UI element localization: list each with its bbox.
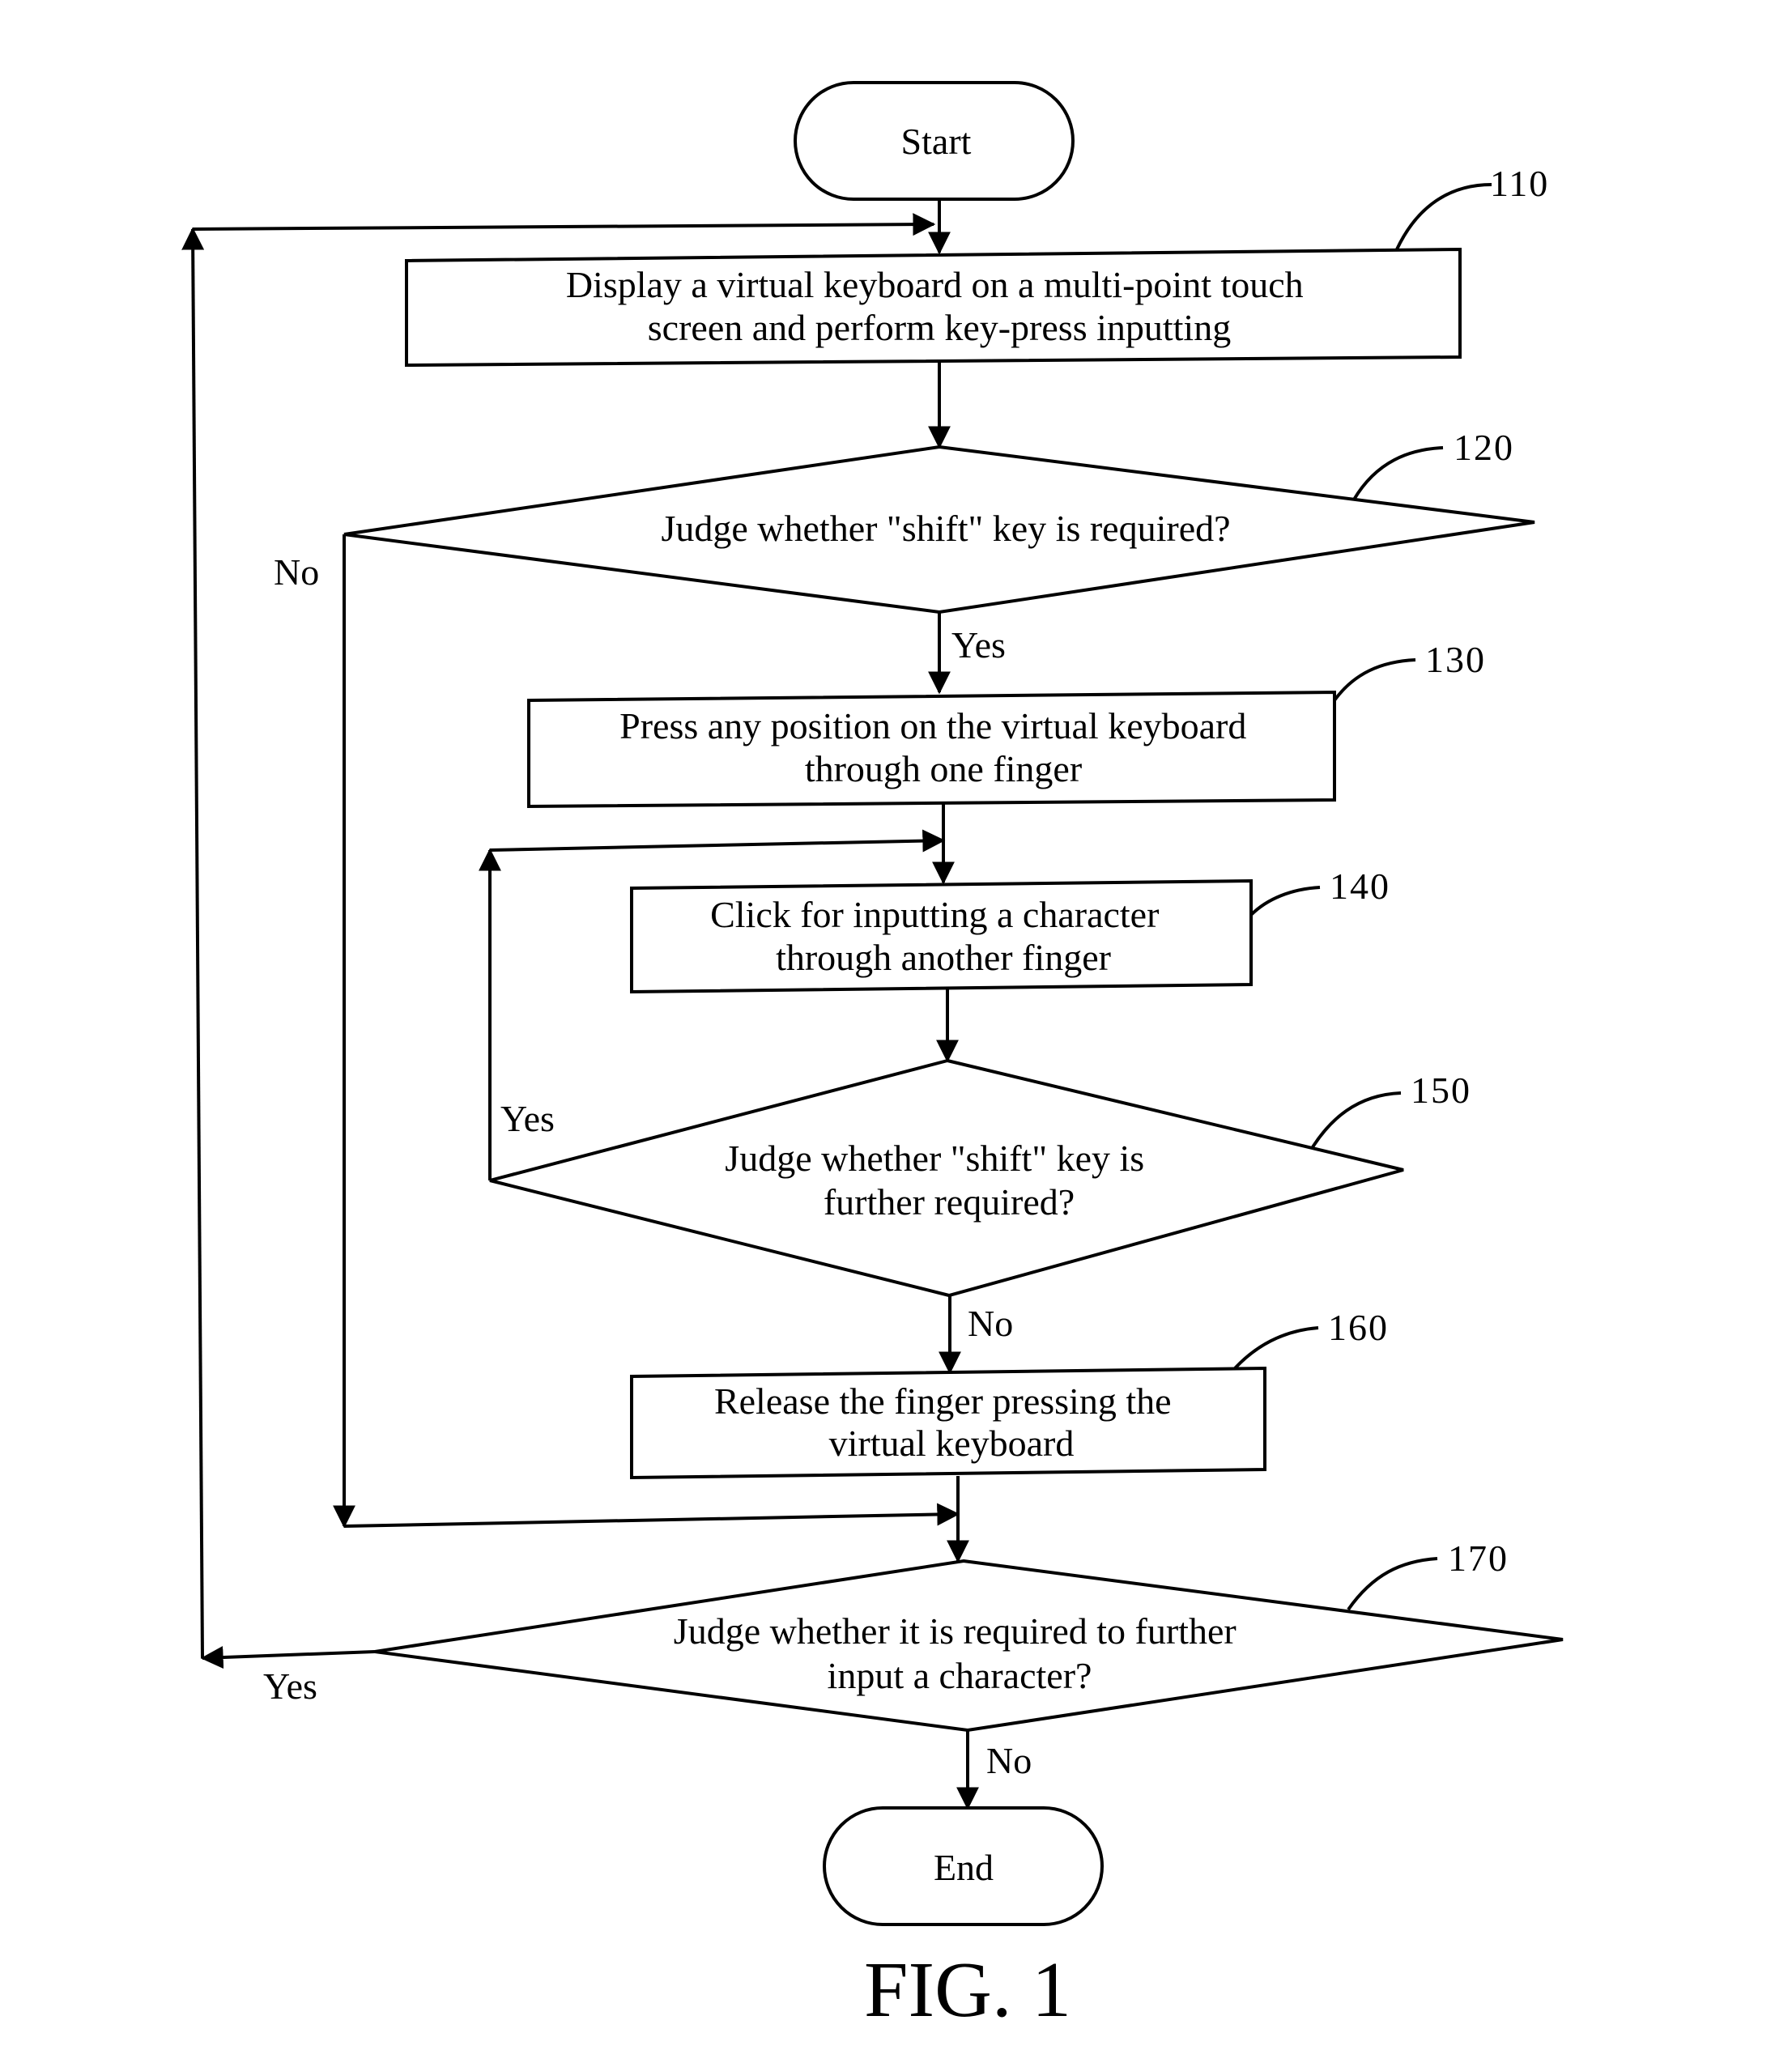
leader-140 bbox=[1251, 887, 1320, 915]
edge-170-yes-label: Yes bbox=[263, 1665, 317, 1707]
ref-120: 120 bbox=[1454, 427, 1514, 468]
edge-150-yes-label: Yes bbox=[500, 1098, 555, 1139]
edge-170-yes-left bbox=[202, 1652, 375, 1658]
decision-170-line-1: Judge whether it is required to further bbox=[674, 1610, 1237, 1652]
connectors bbox=[193, 199, 968, 1808]
start-label: Start bbox=[901, 121, 972, 162]
ref-150: 150 bbox=[1411, 1070, 1471, 1111]
decision-150-line-1: Judge whether "shift" key is bbox=[725, 1138, 1144, 1179]
ref-160: 160 bbox=[1328, 1307, 1389, 1348]
step-140-line-1: Click for inputting a character bbox=[710, 894, 1159, 935]
leader-160 bbox=[1235, 1328, 1318, 1368]
ref-130: 130 bbox=[1425, 639, 1486, 680]
ref-170: 170 bbox=[1448, 1537, 1509, 1579]
ref-140: 140 bbox=[1330, 866, 1390, 907]
decision-120-text: Judge whether "shift" key is required? bbox=[661, 508, 1230, 549]
leader-110 bbox=[1397, 185, 1492, 249]
decision-150-line-2: further required? bbox=[824, 1181, 1075, 1223]
step-140-line-2: through another finger bbox=[776, 937, 1111, 978]
ref-numbers: 110 120 130 140 150 160 170 bbox=[1328, 163, 1549, 1579]
edge-120-no-merge bbox=[344, 1514, 958, 1526]
leader-130 bbox=[1334, 660, 1415, 700]
leader-170 bbox=[1348, 1559, 1437, 1610]
edge-150-yes-return bbox=[490, 840, 943, 850]
step-160-line-2: virtual keyboard bbox=[829, 1423, 1075, 1464]
end-label: End bbox=[934, 1847, 994, 1888]
step-130-line-1: Press any position on the virtual keyboa… bbox=[619, 705, 1246, 746]
edge-120-no-label: No bbox=[274, 551, 319, 593]
ref-110: 110 bbox=[1490, 163, 1549, 204]
edge-170-yes-up bbox=[193, 229, 202, 1658]
step-160-line-1: Release the finger pressing the bbox=[714, 1380, 1172, 1422]
step-110-line-1: Display a virtual keyboard on a multi-po… bbox=[566, 264, 1304, 305]
leader-120 bbox=[1354, 448, 1443, 500]
step-130-line-2: through one finger bbox=[805, 748, 1082, 789]
edge-120-yes-label: Yes bbox=[951, 624, 1006, 666]
figure-label: FIG. 1 bbox=[864, 1946, 1071, 2034]
edge-170-no-label: No bbox=[986, 1740, 1032, 1781]
step-110-line-2: screen and perform key-press inputting bbox=[648, 307, 1231, 348]
decision-170-line-2: input a character? bbox=[828, 1655, 1092, 1696]
edge-150-no-label: No bbox=[968, 1303, 1013, 1344]
edge-170-yes-return bbox=[193, 224, 934, 229]
